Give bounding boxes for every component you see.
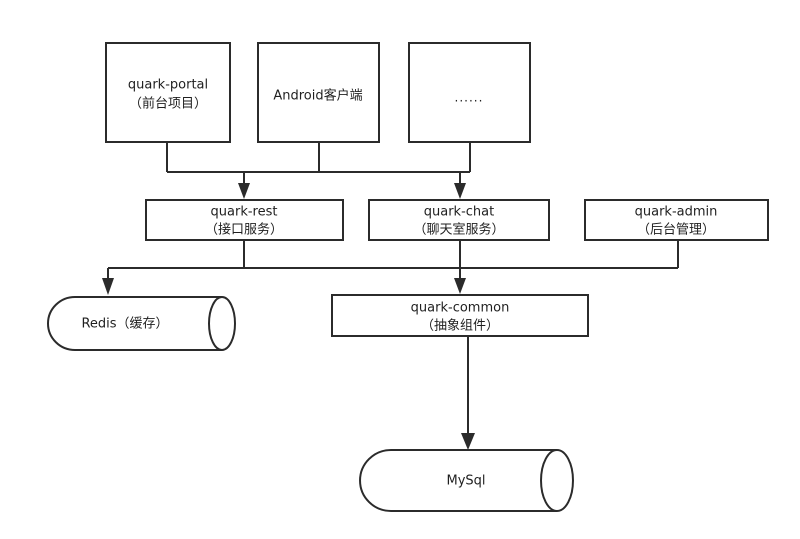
edge-group-middle [102, 240, 679, 295]
mysql-cylinder-cap [540, 449, 558, 512]
android-client-box[interactable] [257, 42, 380, 143]
redis-label: Redis（缓存） [81, 317, 168, 332]
arrowhead-to-quark-common [454, 278, 466, 294]
quark-common-label-line2: （抽象组件） [421, 319, 499, 334]
node-quark-chat[interactable]: quark-chat （聊天室服务） [368, 199, 550, 241]
mysql-label: MySql [446, 474, 485, 489]
node-redis[interactable]: Redis（缓存） [47, 296, 236, 351]
node-quark-rest[interactable]: quark-rest （接口服务） [145, 199, 344, 241]
arrowhead-to-quark-rest [238, 183, 250, 199]
quark-portal-label-line2: （前台项目） [129, 96, 207, 112]
more-clients-box[interactable] [408, 42, 531, 143]
node-quark-portal[interactable]: quark-portal （前台项目） [105, 42, 231, 143]
quark-common-label-line1: quark-common [411, 301, 510, 316]
redis-cylinder-cap [208, 296, 223, 351]
node-android-client[interactable]: Android客户端 [257, 42, 380, 143]
quark-portal-label-line1: quark-portal [128, 78, 208, 93]
quark-chat-box[interactable] [368, 199, 550, 241]
arrowhead-to-quark-chat [454, 183, 466, 199]
node-quark-admin[interactable]: quark-admin （后台管理） [584, 199, 769, 241]
more-clients-label-line1: ...... [455, 91, 484, 105]
quark-rest-label-line2: （接口服务） [205, 222, 283, 238]
quark-admin-box[interactable] [584, 199, 769, 241]
quark-admin-label-line1: quark-admin [635, 205, 718, 220]
quark-rest-label-line1: quark-rest [211, 205, 278, 220]
quark-admin-label-line2: （后台管理） [637, 223, 715, 238]
android-client-label-line1: Android客户端 [273, 88, 362, 104]
quark-portal-box[interactable] [105, 42, 231, 143]
node-quark-common[interactable]: quark-common （抽象组件） [331, 294, 589, 337]
edge-group-top [166, 142, 471, 199]
edge-group-bottom [461, 336, 475, 450]
node-mysql[interactable]: MySql [359, 449, 574, 512]
quark-chat-label-line1: quark-chat [424, 205, 494, 220]
arrowhead-to-mysql [461, 433, 475, 450]
quark-chat-label-line2: （聊天室服务） [413, 222, 504, 238]
quark-rest-box[interactable] [145, 199, 344, 241]
quark-common-box[interactable] [331, 294, 589, 337]
arrowhead-to-redis [102, 278, 114, 295]
node-more-clients[interactable]: ...... [408, 42, 531, 143]
